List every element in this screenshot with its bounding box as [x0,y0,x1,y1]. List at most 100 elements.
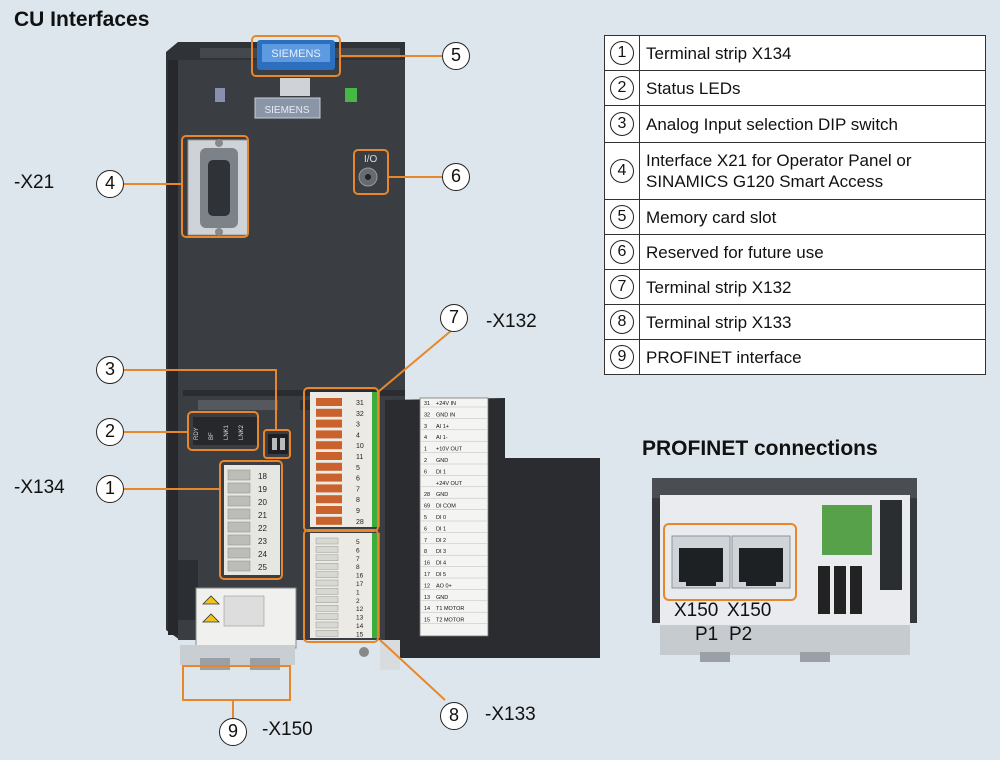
led-label: RDY [194,427,200,440]
x134-terminal-number: 18 [258,472,267,481]
legend-text-2: Status LEDs [639,70,986,106]
x133-terminal-number: 16 [356,573,364,580]
legend-row-7: 7 Terminal strip X132 [604,269,986,305]
x132-terminal [316,484,342,493]
x132-terminal [316,430,342,439]
legend-table: 1 Terminal strip X134 2 Status LEDs 3 An… [604,35,986,375]
legend-text-3: Analog Input selection DIP switch [639,105,986,143]
x132-terminal [316,419,342,428]
x133-terminal-number: 17 [356,581,364,588]
callout-1: 1 [96,475,124,503]
legend-row-2: 2 Status LEDs [604,70,986,106]
card-row-number: 1 [424,447,427,453]
card-row-number: 3 [424,424,427,430]
callout-4: 4 [96,170,124,198]
port-p2-top-label: X150 [727,600,771,621]
card-row-label: DI 3 [436,549,446,555]
x132-terminal [316,408,342,417]
x134-terminal [227,469,251,481]
legend-text-9: PROFINET interface [639,339,986,375]
x134-terminal-number: 25 [258,563,267,572]
x133-terminal-number: 7 [356,556,360,563]
card-row-number: 17 [424,572,430,578]
card-row-label: +10V OUT [436,447,463,453]
card-row-number: 4 [424,435,427,441]
x21-sub-d-port [181,135,249,238]
x134-terminal [227,521,251,533]
x132-terminal [316,462,342,471]
card-row-label: DI 1 [436,469,446,475]
legend-row-6: 6 Reserved for future use [604,234,986,270]
card-row-label: AI 1- [436,435,448,441]
x133-terminal [315,554,339,561]
card-row-label: GND [436,492,448,498]
led-label: LNK2 [239,424,245,440]
x132-terminal-number: 4 [356,432,360,439]
card-row-number: 31 [424,401,430,407]
legend-badge-1: 1 [610,41,634,65]
x133-terminal [315,546,339,553]
callout-9: 9 [219,718,247,746]
legend-row-8: 8 Terminal strip X133 [604,304,986,340]
card-row-number: 5 [424,515,427,521]
x133-terminal-number: 14 [356,623,364,630]
card-row-label: DI 1 [436,526,446,532]
legend-badge-7: 7 [610,275,634,299]
x132-terminal-number: 9 [356,508,360,515]
legend-row-9: 9 PROFINET interface [604,339,986,375]
x134-terminal-number: 20 [258,498,267,507]
x133-terminal [315,630,339,637]
legend-row-4: 4 Interface X21 for Operator Panel or SI… [604,142,986,200]
legend-badge-9: 9 [610,345,634,369]
legend-row-1: 1 Terminal strip X134 [604,35,986,71]
x134-terminal [227,547,251,559]
legend-badge-4: 4 [610,159,634,183]
label-x132: -X132 [486,311,537,332]
callout-3: 3 [96,356,124,384]
label-x134: -X134 [14,477,65,498]
card-row-label: AO 0+ [436,583,452,589]
callout-8: 8 [440,702,468,730]
x132-terminal-number: 5 [356,465,360,472]
brand-top: SIEMENS [271,48,321,60]
card-row-label: GND [436,595,448,601]
x132-terminal-number: 28 [356,519,364,526]
card-row-label: GND IN [436,412,455,418]
legend-text-8: Terminal strip X133 [639,304,986,340]
legend-text-6: Reserved for future use [639,234,986,270]
reserved-io-port: I/O [353,149,389,195]
x134-terminal [227,508,251,520]
x132-terminal-number: 8 [356,497,360,504]
card-row-number: 16 [424,561,430,567]
x132-terminal [316,516,342,525]
leader-lines [124,55,453,720]
legend-text-4: Interface X21 for Operator Panel or SINA… [639,142,986,200]
card-row-number: 6 [424,526,427,532]
x133-terminal-number: 1 [356,589,360,596]
card-row-number: 6 [424,469,427,475]
x134-terminal [227,482,251,494]
x134-terminal [227,495,251,507]
card-row-number: 32 [424,412,430,418]
x132-terminal-number: 6 [356,476,360,483]
x133-terminal-number: 12 [356,606,364,613]
card-row-number: 7 [424,538,427,544]
led-label: LNK1 [224,424,230,440]
x133-terminal [315,537,339,545]
x132-terminal-number: 11 [356,454,363,461]
x132-terminal [316,495,342,504]
legend-row-5: 5 Memory card slot [604,199,986,235]
x132-terminal-number: 32 [356,411,364,418]
profinet-illustration: X150 X150 P1 P2 [652,478,917,662]
x133-terminal [315,605,339,612]
cu-interfaces-title: CU Interfaces [14,8,150,31]
card-row-number: 28 [424,492,430,498]
legend-badge-3: 3 [610,112,634,136]
card-row-label: DI 5 [436,572,446,578]
x132-terminal [316,506,342,514]
x133-terminal [315,588,339,595]
